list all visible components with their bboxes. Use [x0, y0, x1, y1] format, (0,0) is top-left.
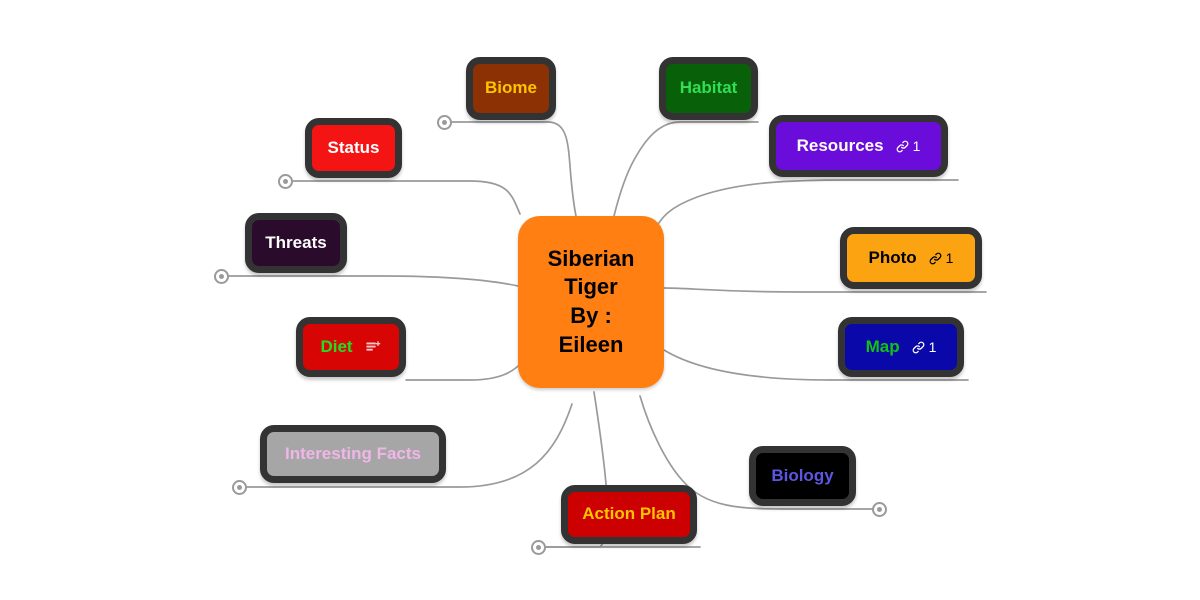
node-label-map: Map — [865, 336, 900, 356]
connector-path — [663, 287, 987, 293]
node-label-habitat: Habitat — [679, 78, 738, 98]
node-photo[interactable]: Photo 1 — [840, 227, 982, 289]
link-count-map: 1 — [928, 339, 937, 355]
central-node[interactable]: Siberian Tiger By : Eileen — [518, 216, 664, 388]
link-count-resources: 1 — [912, 138, 921, 154]
node-label-resources: Resources — [796, 135, 884, 155]
handle-action-plan[interactable] — [531, 540, 546, 555]
node-status[interactable]: Status — [305, 118, 402, 178]
handle-biology[interactable] — [872, 502, 887, 517]
node-biology[interactable]: Biology — [749, 446, 856, 506]
node-label-diet: Diet — [320, 336, 353, 356]
node-label-biology: Biology — [771, 465, 834, 485]
node-interesting-facts[interactable]: Interesting Facts — [260, 425, 446, 483]
connector-path — [651, 179, 959, 237]
node-label-biome: Biome — [485, 78, 537, 98]
node-label-threats: Threats — [265, 232, 327, 252]
node-label-action-plan: Action Plan — [582, 504, 676, 524]
handle-biome[interactable] — [437, 115, 452, 130]
link-icon — [928, 251, 943, 266]
node-label-status: Status — [327, 137, 380, 157]
connector-path — [405, 359, 525, 381]
node-diet[interactable]: Diet — [296, 317, 406, 377]
node-habitat[interactable]: Habitat — [659, 57, 758, 120]
connector-path — [285, 180, 521, 215]
node-biome[interactable]: Biome — [466, 57, 556, 120]
link-icon — [911, 340, 926, 355]
note-add-icon[interactable] — [365, 339, 382, 356]
node-threats[interactable]: Threats — [245, 213, 347, 273]
node-map[interactable]: Map 1 — [838, 317, 964, 377]
link-badge-map[interactable]: 1 — [911, 339, 937, 355]
connector-path — [663, 349, 969, 381]
node-label-interesting-facts: Interesting Facts — [284, 443, 422, 463]
connector-path — [221, 275, 519, 287]
link-count-photo: 1 — [945, 250, 954, 266]
link-badge-photo[interactable]: 1 — [928, 250, 954, 266]
handle-threats[interactable] — [214, 269, 229, 284]
handle-interesting-facts[interactable] — [232, 480, 247, 495]
link-badge-resources[interactable]: 1 — [895, 138, 921, 154]
connector-path — [443, 121, 577, 217]
node-action-plan[interactable]: Action Plan — [561, 485, 697, 544]
connector-path — [639, 395, 881, 510]
central-node-label: Siberian Tiger By : Eileen — [547, 245, 635, 357]
node-resources[interactable]: Resources 1 — [769, 115, 948, 177]
handle-status[interactable] — [278, 174, 293, 189]
link-icon — [895, 139, 910, 154]
node-label-photo: Photo — [868, 247, 917, 267]
connector-path — [239, 403, 573, 488]
connector-path — [613, 121, 759, 217]
